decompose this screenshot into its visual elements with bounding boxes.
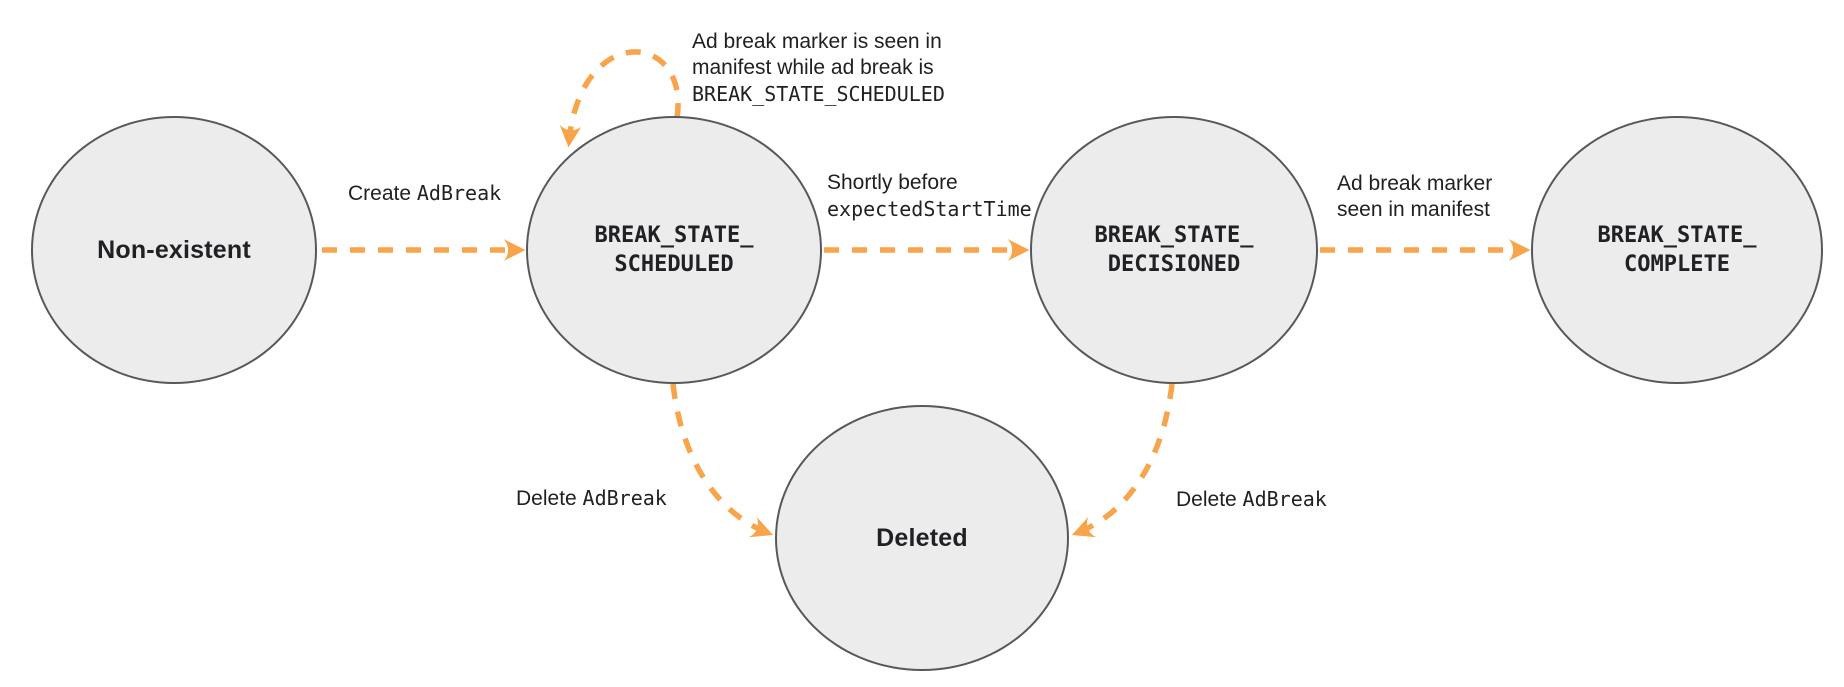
edge-label-delete-from-decisioned: Delete AdBreak [1176,486,1327,513]
state-node-non-existent: Non-existent [31,116,317,384]
edge-label-code: AdBreak [1242,487,1327,511]
edge-label-create-adbreak: Create AdBreak [348,180,501,207]
state-label-line2: COMPLETE [1624,252,1730,277]
edge-label-delete-from-scheduled: Delete AdBreak [516,485,667,512]
state-node-break-state-decisioned: BREAK_STATE_ DECISIONED [1030,116,1318,384]
state-label-line1: BREAK_STATE_ [1094,223,1254,248]
edge-label-shortly-before: Shortly before expectedStartTime [827,170,1032,222]
state-label-break-state-complete: BREAK_STATE_ COMPLETE [1598,221,1757,279]
edge-delete-from-decisioned [1071,383,1175,538]
edge-label-text: Delete [1176,488,1243,511]
edge-label-code: BREAK_STATE_SCHEDULED [692,82,945,106]
state-node-break-state-complete: BREAK_STATE_ COMPLETE [1531,116,1823,384]
state-label-line2: DECISIONED [1107,252,1241,277]
state-label-line2: SCHEDULED [614,252,734,277]
edge-label-text: Shortly before [827,171,958,194]
state-node-break-state-scheduled: BREAK_STATE_ SCHEDULED [526,116,822,384]
state-label-deleted: Deleted [876,523,968,552]
edge-label-code: AdBreak [582,486,667,510]
edge-label-self-loop-scheduled: Ad break marker is seen in manifest whil… [692,29,945,107]
state-label-line1: BREAK_STATE_ [594,223,754,248]
edge-label-text: Delete [516,487,583,510]
state-label-non-existent: Non-existent [97,235,251,264]
edge-label-code: expectedStartTime [827,197,1032,221]
state-label-break-state-scheduled: BREAK_STATE_ SCHEDULED [595,221,754,279]
state-node-deleted: Deleted [775,405,1069,671]
edge-label-line1: Ad break marker is seen in [692,30,942,53]
state-label-break-state-decisioned: BREAK_STATE_ DECISIONED [1095,221,1254,279]
edge-label-text: Create [348,182,417,205]
edge-label-line1: Ad break marker [1337,172,1493,195]
edge-delete-from-scheduled [670,383,774,538]
edge-label-code: AdBreak [416,181,502,205]
state-label-line1: BREAK_STATE_ [1597,223,1757,248]
edge-label-marker-seen-in-manifest: Ad break marker seen in manifest [1337,171,1492,223]
edge-label-line2: seen in manifest [1337,198,1490,221]
edge-label-line2: manifest while ad break is [692,56,934,79]
